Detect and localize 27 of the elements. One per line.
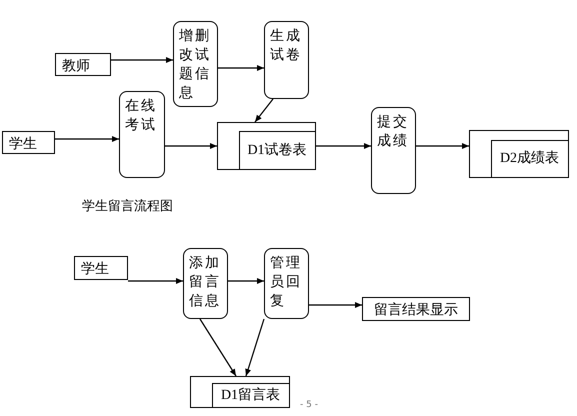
data-store-box: D2成绩表 — [469, 130, 569, 178]
process-box: 提交成绩 — [371, 107, 416, 194]
process-box: 添加留言信息 — [183, 248, 228, 319]
data-store-box: D1留言表 — [190, 376, 290, 408]
process-box: 管理员回复 — [264, 248, 309, 319]
arrow — [254, 98, 274, 122]
data-store-box: D1试卷表 — [217, 122, 316, 170]
arrow — [200, 318, 236, 376]
diagram-caption: 学生留言流程图 — [82, 198, 173, 215]
entity-box: 学生 — [74, 256, 128, 280]
entity-box: 留言结果显示 — [362, 297, 470, 321]
arrow — [416, 143, 469, 149]
process-box: 增删改试题信息 — [173, 21, 218, 107]
arrow — [245, 318, 265, 376]
arrow — [228, 278, 264, 284]
entity-box: 学生 — [2, 131, 55, 154]
arrow — [165, 143, 217, 149]
arrow — [316, 143, 371, 149]
process-box: 生成试卷 — [264, 21, 309, 99]
arrow — [55, 136, 119, 142]
page-number: - 5 - — [300, 400, 318, 410]
arrow — [218, 65, 264, 71]
process-box: 在线考试 — [119, 91, 165, 178]
arrow — [111, 57, 173, 63]
arrow — [128, 278, 183, 284]
arrow — [309, 302, 362, 308]
entity-box: 教师 — [55, 53, 111, 76]
